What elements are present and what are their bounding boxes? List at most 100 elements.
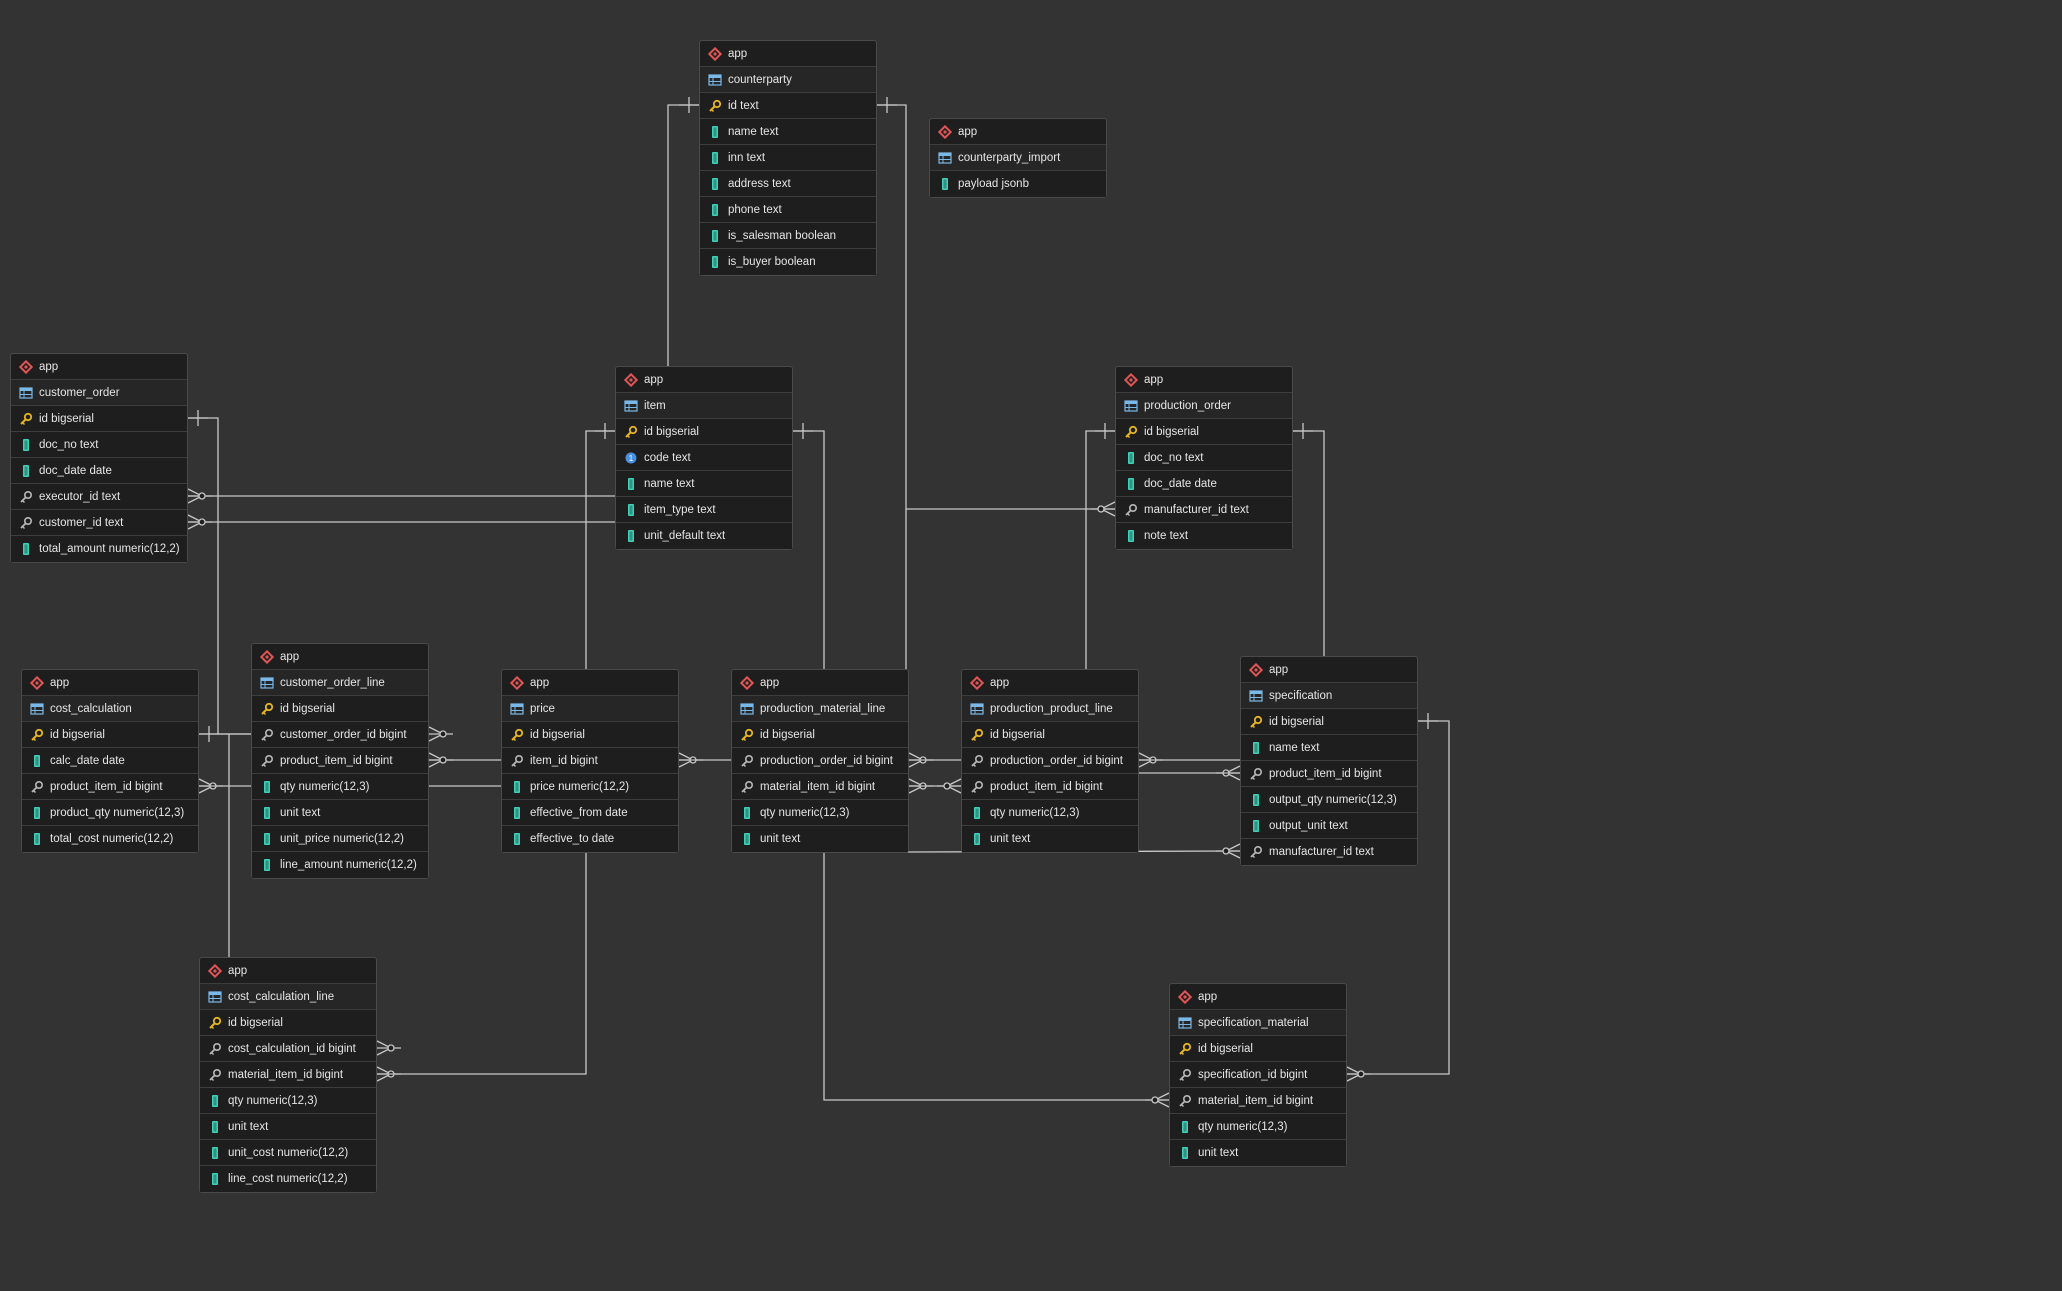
column-row[interactable]: calc_date date	[22, 748, 198, 774]
column-row[interactable]: specification_id bigint	[1170, 1062, 1346, 1088]
column-row[interactable]: id bigserial	[1170, 1036, 1346, 1062]
column-row[interactable]: id bigserial	[962, 722, 1138, 748]
schema-row[interactable]: app	[930, 119, 1106, 145]
table-name-row[interactable]: price	[502, 696, 678, 722]
column-row[interactable]: id bigserial	[11, 406, 187, 432]
column-row[interactable]: qty numeric(12,3)	[962, 800, 1138, 826]
column-row[interactable]: unit_default text	[616, 523, 792, 549]
schema-row[interactable]: app	[962, 670, 1138, 696]
column-row[interactable]: customer_order_id bigint	[252, 722, 428, 748]
schema-row[interactable]: app	[11, 354, 187, 380]
column-row[interactable]: executor_id text	[11, 484, 187, 510]
column-row[interactable]: id bigserial	[1116, 419, 1292, 445]
column-row[interactable]: product_item_id bigint	[962, 774, 1138, 800]
column-row[interactable]: note text	[1116, 523, 1292, 549]
table-name-row[interactable]: customer_order	[11, 380, 187, 406]
column-row[interactable]: item_id bigint	[502, 748, 678, 774]
schema-row[interactable]: app	[502, 670, 678, 696]
column-row[interactable]: line_amount numeric(12,2)	[252, 852, 428, 878]
column-row[interactable]: qty numeric(12,3)	[1170, 1114, 1346, 1140]
column-row[interactable]: production_order_id bigint	[962, 748, 1138, 774]
table-name-row[interactable]: production_order	[1116, 393, 1292, 419]
schema-row[interactable]: app	[700, 41, 876, 67]
column-row[interactable]: customer_id text	[11, 510, 187, 536]
column-row[interactable]: doc_no text	[11, 432, 187, 458]
column-row[interactable]: unit text	[200, 1114, 376, 1140]
column-row[interactable]: qty numeric(12,3)	[252, 774, 428, 800]
column-row[interactable]: product_qty numeric(12,3)	[22, 800, 198, 826]
column-row[interactable]: unit text	[962, 826, 1138, 852]
schema-row[interactable]: app	[252, 644, 428, 670]
column-row[interactable]: material_item_id bigint	[200, 1062, 376, 1088]
table-name-row[interactable]: specification	[1241, 683, 1417, 709]
schema-row[interactable]: app	[200, 958, 376, 984]
table-name-row[interactable]: production_material_line	[732, 696, 908, 722]
schema-row[interactable]: app	[1170, 984, 1346, 1010]
column-row[interactable]: output_qty numeric(12,3)	[1241, 787, 1417, 813]
table-name-row[interactable]: counterparty_import	[930, 145, 1106, 171]
column-row[interactable]: effective_to date	[502, 826, 678, 852]
table-name-row[interactable]: production_product_line	[962, 696, 1138, 722]
column-row[interactable]: name text	[616, 471, 792, 497]
column-row[interactable]: price numeric(12,2)	[502, 774, 678, 800]
column-row[interactable]: inn text	[700, 145, 876, 171]
schema-row[interactable]: app	[1116, 367, 1292, 393]
column-row[interactable]: material_item_id bigint	[1170, 1088, 1346, 1114]
column-row[interactable]: doc_date date	[11, 458, 187, 484]
column-row[interactable]: unit text	[1170, 1140, 1346, 1166]
table-name-row[interactable]: cost_calculation	[22, 696, 198, 722]
schema-row[interactable]: app	[732, 670, 908, 696]
column-row[interactable]: doc_date date	[1116, 471, 1292, 497]
column-row[interactable]: total_amount numeric(12,2)	[11, 536, 187, 562]
column-row[interactable]: output_unit text	[1241, 813, 1417, 839]
column-row[interactable]: unit text	[732, 826, 908, 852]
column-row[interactable]: qty numeric(12,3)	[732, 800, 908, 826]
column-row[interactable]: qty numeric(12,3)	[200, 1088, 376, 1114]
schema-row[interactable]: app	[22, 670, 198, 696]
column-row[interactable]: id text	[700, 93, 876, 119]
column-row[interactable]: address text	[700, 171, 876, 197]
column-row[interactable]: phone text	[700, 197, 876, 223]
column-row[interactable]: product_item_id bigint	[1241, 761, 1417, 787]
column-row[interactable]: name text	[700, 119, 876, 145]
column-row[interactable]: payload jsonb	[930, 171, 1106, 197]
column-row[interactable]: doc_no text	[1116, 445, 1292, 471]
table-name-row[interactable]: counterparty	[700, 67, 876, 93]
column-row[interactable]: product_item_id bigint	[252, 748, 428, 774]
column-row[interactable]: id bigserial	[252, 696, 428, 722]
column-row[interactable]: id bigserial	[502, 722, 678, 748]
column-row[interactable]: product_item_id bigint	[22, 774, 198, 800]
table-name-row[interactable]: customer_order_line	[252, 670, 428, 696]
column-row[interactable]: name text	[1241, 735, 1417, 761]
table-name-row[interactable]: cost_calculation_line	[200, 984, 376, 1010]
column-row[interactable]: effective_from date	[502, 800, 678, 826]
column-row[interactable]: is_buyer boolean	[700, 249, 876, 275]
schema-row[interactable]: app	[616, 367, 792, 393]
column-row[interactable]: manufacturer_id text	[1116, 497, 1292, 523]
column-row[interactable]: id bigserial	[1241, 709, 1417, 735]
column-row[interactable]: material_item_id bigint	[732, 774, 908, 800]
table-name-row[interactable]: specification_material	[1170, 1010, 1346, 1036]
schema-row[interactable]: app	[1241, 657, 1417, 683]
column-row[interactable]: id bigserial	[200, 1010, 376, 1036]
column-row[interactable]: unit_price numeric(12,2)	[252, 826, 428, 852]
column-row[interactable]: line_cost numeric(12,2)	[200, 1166, 376, 1192]
column-row[interactable]: manufacturer_id text	[1241, 839, 1417, 865]
column-row[interactable]: cost_calculation_id bigint	[200, 1036, 376, 1062]
column-row[interactable]: item_type text	[616, 497, 792, 523]
column-row[interactable]: total_cost numeric(12,2)	[22, 826, 198, 852]
column-row[interactable]: unit text	[252, 800, 428, 826]
table-name-row[interactable]: item	[616, 393, 792, 419]
